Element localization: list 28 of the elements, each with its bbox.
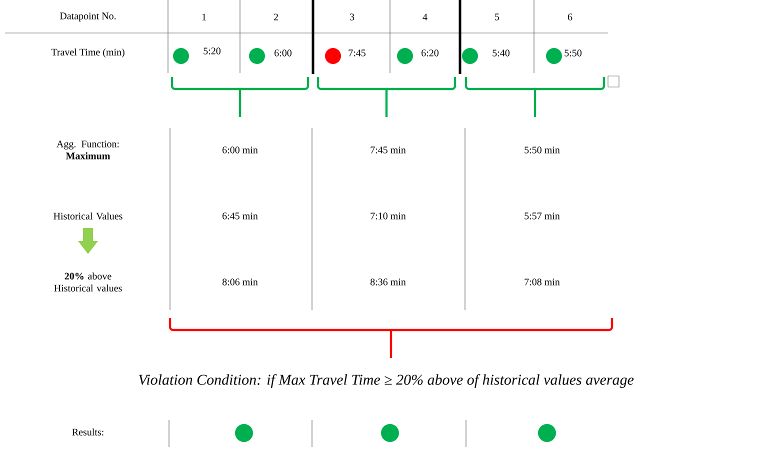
column-header: 1 (202, 14, 206, 20)
condition-text: Violation Condition: if Max Travel Time ≥ 20% above of historical values average (138, 374, 634, 388)
time-value: 5:50 (564, 50, 582, 56)
time-value: 8:36 min (370, 278, 406, 286)
time-value: 5:40 (492, 50, 510, 56)
time-value: 5:20 (204, 48, 221, 54)
column-header: 2 (274, 14, 278, 20)
row-label: Agg. Function: Maximum (56, 140, 119, 160)
row-label: Historical Values (54, 212, 122, 220)
column-header: 4 (422, 14, 428, 20)
time-value: 5:50 min (524, 146, 560, 154)
row-label: Travel Time (min) (51, 48, 124, 58)
column-header: 3 (350, 14, 354, 20)
time-value: 8:06 min (222, 278, 258, 286)
time-value: 5:57 min (524, 212, 560, 220)
time-value: 7:10 min (370, 212, 406, 220)
row-label: 20% above Historical values (54, 272, 122, 292)
time-value: 7:45 (348, 50, 366, 56)
time-value: 6:45 min (222, 212, 258, 220)
time-value: 7:08 min (524, 278, 560, 286)
time-value: 7:45 min (370, 146, 406, 154)
time-value: 6:00 (274, 50, 292, 56)
column-header: 6 (568, 14, 572, 20)
time-value: 6:20 (422, 50, 439, 56)
time-value: 6:00 min (222, 146, 258, 154)
column-header: Datapoint No. (60, 12, 116, 22)
row-label: Results: (72, 428, 104, 436)
column-header: 5 (495, 14, 500, 20)
